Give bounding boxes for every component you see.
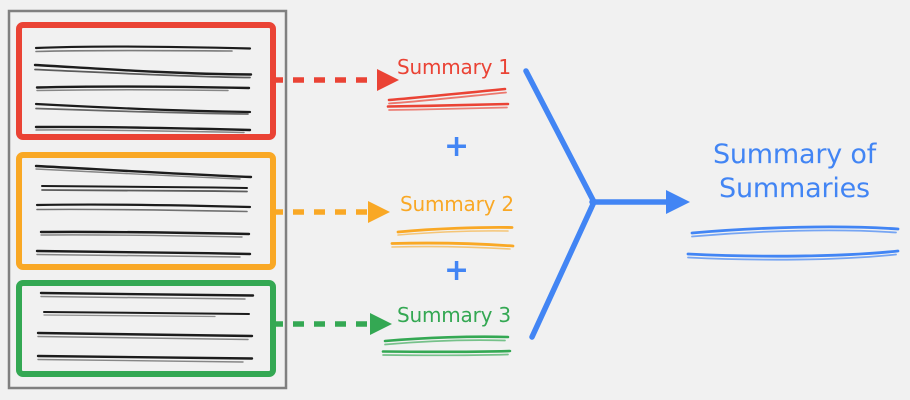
dashed-arrow-orange (272, 201, 390, 223)
final-output-label: Summary of Summaries (697, 138, 892, 206)
document-box-green[interactable] (16, 280, 276, 377)
merge-arrowhead (666, 190, 690, 214)
final-output-line-1: Summary of (712, 139, 877, 170)
summary-3-label: Summary 3 (397, 303, 511, 327)
document-orange-text-lines (34, 164, 253, 258)
summary-1-scribble (386, 87, 510, 111)
merge-connector (523, 68, 671, 340)
summary-2-scribble (390, 226, 515, 250)
final-output-line-2: Summaries (719, 173, 870, 204)
dashed-arrow-green (272, 313, 392, 335)
plus-operator-2: + (444, 253, 470, 288)
document-box-red[interactable] (16, 22, 276, 140)
summary-3-scribble (381, 335, 512, 357)
final-output-scribble (686, 225, 900, 261)
document-green-text-lines (36, 291, 255, 363)
summary-1-label: Summary 1 (397, 55, 511, 79)
dashed-arrow-red (272, 69, 399, 91)
summary-2-label: Summary 2 (400, 192, 514, 216)
document-container-border (7, 9, 288, 390)
plus-operator-1: + (444, 129, 470, 164)
document-red-text-lines (33, 45, 253, 134)
